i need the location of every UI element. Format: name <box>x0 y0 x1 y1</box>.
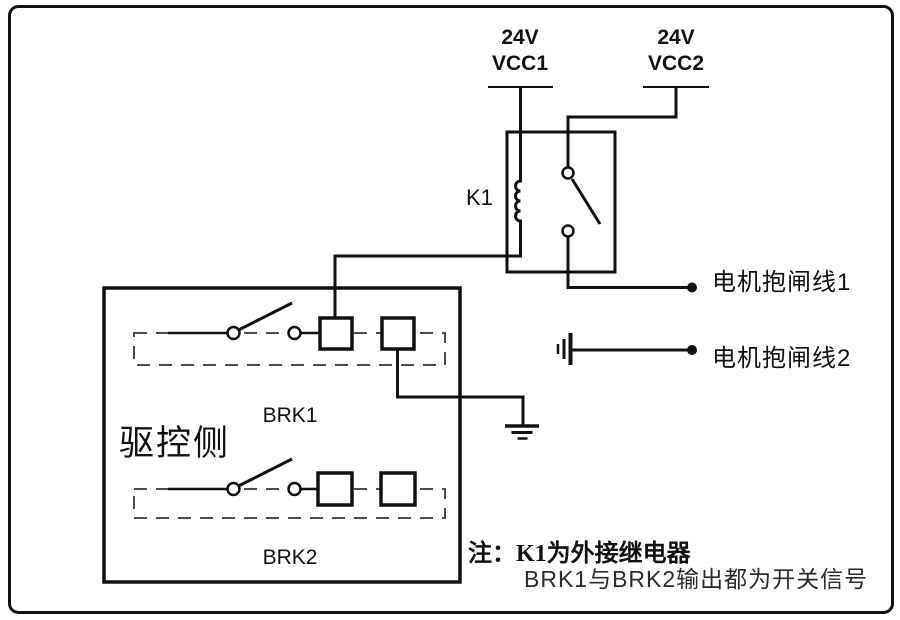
vcc1-label: 24V VCC1 <box>455 25 585 77</box>
vcc1-name: VCC1 <box>491 52 549 75</box>
vcc2-name: VCC2 <box>647 52 705 75</box>
brk1-terminal-square1 <box>318 316 354 351</box>
brake-line1-label: 电机抱闸线1 <box>712 269 852 296</box>
brk2-terminal-square2 <box>379 471 417 507</box>
brk2-contact-right <box>287 481 302 497</box>
brk1-terminal-square2 <box>380 316 416 351</box>
brk1-label: BRK1 <box>262 404 318 427</box>
coil-wire <box>333 87 522 319</box>
k1-contact-top <box>561 166 575 180</box>
brake-line2-label: 电机抱闸线2 <box>712 345 852 372</box>
vcc1-supply <box>333 86 553 319</box>
vcc2-supply <box>566 86 709 167</box>
brake-line2-wire <box>556 333 697 365</box>
k1-contact-bottom <box>561 224 575 238</box>
drive-side-label: 驱控侧 <box>119 424 231 463</box>
brk2-switch <box>168 457 417 507</box>
brk1-switch-arm <box>238 301 293 331</box>
brk1-switch <box>168 301 416 351</box>
brk1-contact-left <box>226 325 241 341</box>
brk2-switch-arm <box>238 457 293 487</box>
brk2-terminal-square1 <box>316 471 354 507</box>
vcc2-wire <box>566 87 678 167</box>
k1-switch-arm <box>570 178 602 225</box>
vcc1-voltage: 24V <box>501 26 539 49</box>
vcc2-voltage: 24V <box>657 26 695 49</box>
note-line1: 注：K1为外接继电器 <box>468 541 691 567</box>
brk1-ground-wire <box>396 349 539 440</box>
brk1-contact-right <box>287 325 302 341</box>
drive-side-box <box>102 286 462 584</box>
relay-k1-label: K1 <box>466 185 493 210</box>
brake-line2-terminal-dot <box>687 345 697 355</box>
brk2-contact-left <box>226 481 241 497</box>
page-border <box>8 5 894 614</box>
brake-line1-terminal-dot <box>687 282 697 293</box>
vcc2-label: 24V VCC2 <box>611 25 741 77</box>
k1-relay-box <box>505 130 617 274</box>
k1-switch <box>561 166 602 238</box>
brake-line1-wire <box>566 236 697 293</box>
note-line2: BRK1与BRK2输出都为开关信号 <box>524 566 869 592</box>
brk2-label: BRK2 <box>262 546 318 569</box>
